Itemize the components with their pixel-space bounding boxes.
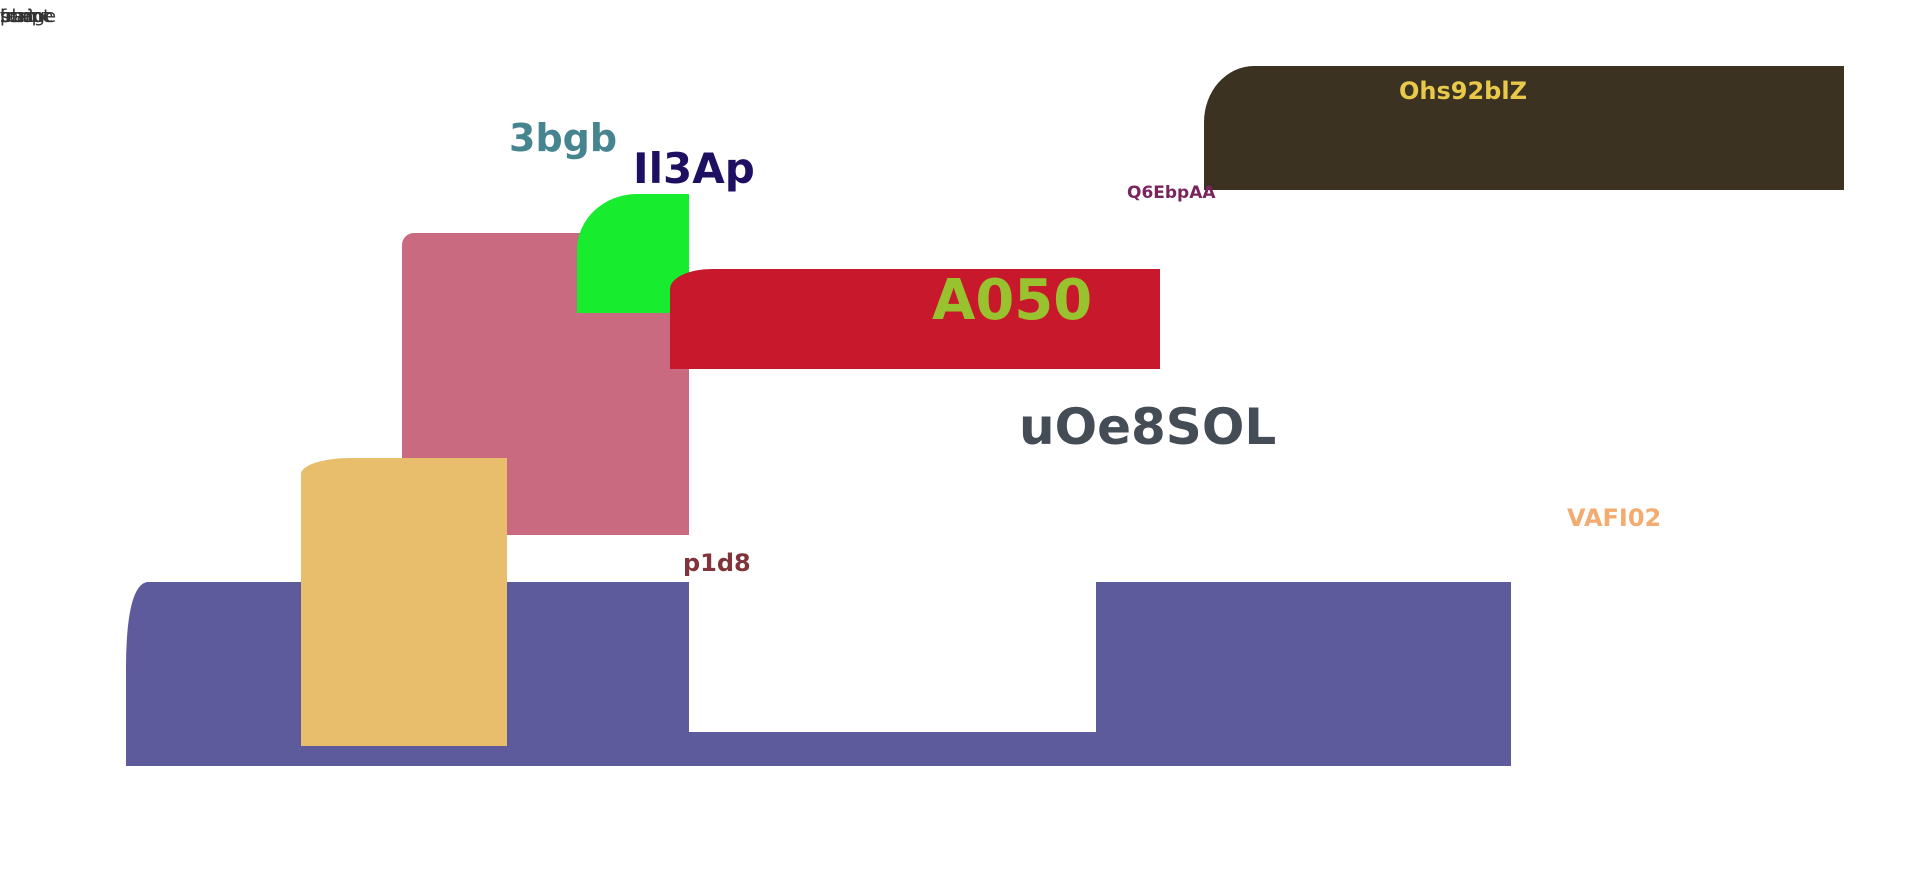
corner-text-3: image xyxy=(0,6,57,27)
yellow-block xyxy=(301,458,507,746)
label-ohs92blz: Ohs92blZ xyxy=(1399,77,1527,105)
label-uoe8sol: uOe8SOL xyxy=(1019,398,1277,456)
red-bar xyxy=(670,269,1160,369)
corner-text-1: plain xyxy=(0,6,44,27)
label-p1d8: p1d8 xyxy=(683,549,751,577)
label-q6ebpaa: Q6EbpAA xyxy=(1127,183,1216,203)
corner-text-2: text xyxy=(0,6,36,27)
label-3bgb: 3bgb xyxy=(509,116,618,160)
label-vafi02: VAFI02 xyxy=(1567,504,1662,532)
corner-text-4: frame xyxy=(0,6,54,27)
dark-bar xyxy=(1204,66,1844,190)
label-il3ap: Il3Ap xyxy=(633,144,755,193)
corner-text-5: script xyxy=(0,6,51,27)
label-a050: A050 xyxy=(932,268,1093,333)
